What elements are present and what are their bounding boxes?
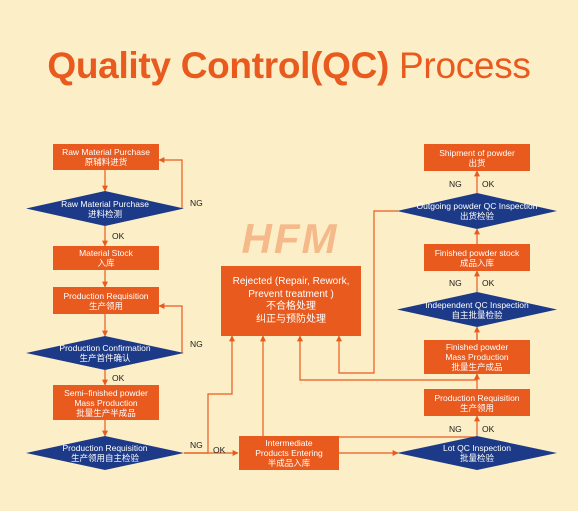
label-en: Rejected (Repair, Rework,: [232, 276, 350, 287]
label-cn: 生产领用: [88, 300, 123, 311]
label-en: Intermediate: [265, 438, 313, 448]
page-title: Quality Control(QC) Process: [0, 44, 578, 88]
label-cn: 出货: [468, 157, 486, 168]
node-production-requisition-1: Production Requisition 生产领用: [53, 287, 159, 314]
diamond-incoming-check-shape: [26, 191, 184, 226]
label-en2: Mass Production: [445, 352, 509, 362]
label-cn: 生产领用自主检验: [70, 453, 139, 463]
label-ng-requisition: NG: [190, 440, 203, 450]
node-shipment: Shipment of powder 出货: [424, 144, 530, 171]
decision-lot-qc: Lot QC Inspection 批量检验: [397, 436, 557, 470]
label-cn: 自主批量检验: [451, 309, 503, 320]
label-en: Production Confirmation: [59, 343, 151, 353]
diamond-requisition-check-shape: [26, 436, 184, 470]
diamond-outgoing-shape: [397, 193, 557, 229]
label-en: Raw Material Purchase: [62, 147, 150, 157]
label-en: Finished powder stock: [434, 247, 520, 258]
logo-text: HFM: [242, 218, 339, 258]
title-light: Process: [389, 45, 531, 86]
label-en: Raw Material Purchase: [61, 198, 149, 209]
loop-ng-outgoing-to-rejected: [336, 210, 398, 374]
label-ng-independent: NG: [449, 278, 462, 288]
label-cn: 入库: [97, 258, 115, 268]
arrow-requisition-check-to-rejected: [184, 335, 235, 454]
label-cn: 不合格处理: [266, 301, 316, 312]
diamond-lot-shape: [397, 436, 557, 470]
label-en: Outgoing powder QC Inspection: [416, 201, 538, 211]
node-raw-material-purchase: Raw Material Purchase 原辅料进货: [53, 144, 159, 170]
node-rejected: Rejected (Repair, Rework, Prevent treatm…: [221, 266, 361, 336]
decision-independent-qc: Independent QC Inspection 自主批量检验: [397, 292, 557, 327]
label-cn: 批量检验: [459, 453, 494, 463]
decision-raw-material-check: Raw Material Purchase 进料检测: [26, 191, 184, 226]
decision-production-confirmation: Production Confirmation 生产首件确认: [26, 336, 184, 370]
label-ng-confirmation: NG: [190, 339, 203, 349]
label-ok-incoming: OK: [112, 231, 125, 241]
node-intermediate-products: Intermediate Products Entering 半成品入库: [239, 436, 339, 470]
node-finished-powder-stock: Finished powder stock 成品入库: [424, 244, 530, 271]
label-en: Production Requisition: [63, 290, 149, 301]
label-ok-lot: OK: [482, 424, 495, 434]
label-en2: Products Entering: [255, 448, 323, 458]
label-ok-independent: OK: [482, 278, 495, 288]
label-cn: 成品入库: [459, 257, 494, 268]
diamond-independent-shape: [397, 292, 557, 327]
label-cn: 批量生产成品: [451, 362, 503, 372]
label-cn: 进料检测: [87, 208, 122, 219]
label-en: Material Stock: [79, 248, 133, 258]
label-cn: 生产领用: [459, 402, 494, 413]
decision-production-requisition-check: Production Requisition 生产领用自主检验: [26, 436, 184, 470]
label-en: Semi–finished powder: [64, 387, 148, 398]
node-finished-mass-production: Finished powder Mass Production 批量生产成品: [424, 340, 530, 374]
label-ng-incoming: NG: [190, 198, 203, 208]
label-en: Finished powder: [445, 342, 509, 352]
label-en: Production Requisition: [62, 443, 148, 453]
node-semifinished-mass-production: Semi–finished powder Mass Production 批量生…: [53, 385, 159, 420]
label-en: Lot QC Inspection: [442, 443, 512, 453]
label-en2: Prevent treatment ): [248, 288, 334, 300]
label-en: Shipment of powder: [439, 147, 515, 158]
title-bold: Quality Control(QC): [47, 45, 390, 86]
diamond-confirmation-shape: [26, 336, 184, 370]
label-cn: 出货检验: [459, 211, 494, 221]
label-ok-outgoing: OK: [482, 179, 495, 189]
label-cn2: 纠正与预防处理: [256, 313, 326, 325]
label-ok-confirmation: OK: [112, 373, 125, 383]
node-material-stock: Material Stock 入库: [53, 246, 159, 270]
label-ok-requisition: OK: [213, 445, 226, 455]
label-en2: Mass Production: [74, 397, 138, 408]
hfm-logo: HFM: [242, 218, 339, 258]
label-ng-outgoing: NG: [449, 179, 462, 189]
label-en: Independent QC Inspection: [425, 299, 529, 310]
decision-outgoing-qc: Outgoing powder QC Inspection 出货检验: [397, 193, 557, 229]
loop-ng-incoming-check: [158, 157, 183, 208]
label-cn: 生产首件确认: [79, 353, 131, 363]
loop-ng-confirmation: [158, 303, 183, 353]
label-cn: 原辅料进货: [84, 157, 128, 167]
label-cn: 半成品入库: [267, 458, 311, 468]
label-en: Production Requisition: [434, 392, 520, 403]
label-cn: 批量生产半成品: [76, 407, 136, 418]
label-ng-lot: NG: [449, 424, 462, 434]
node-production-requisition-2: Production Requisition 生产领用: [424, 389, 530, 416]
